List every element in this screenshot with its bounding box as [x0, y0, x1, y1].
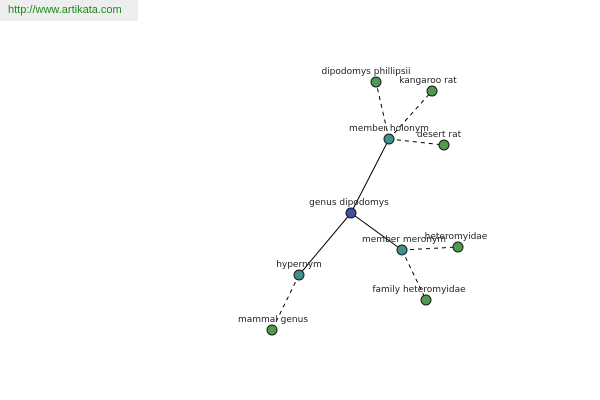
- node-dot-genus-dipodomys[interactable]: [345, 207, 357, 219]
- edge-member-meronym-to-heteromyidae: [401, 246, 459, 251]
- node-dot-kangaroo-rat[interactable]: [426, 85, 438, 97]
- node-label-desert-rat[interactable]: desert rat: [417, 130, 462, 140]
- node-label-heteromyidae[interactable]: heteromyidae: [425, 232, 488, 242]
- node-dipodomys-phillipsii[interactable]: dipodomys phillipsii: [321, 67, 411, 88]
- edge-member-holonym-to-desert-rat: [388, 138, 445, 146]
- edge-member-holonym-to-dipodomys-phillipsii: [375, 81, 390, 140]
- node-label-family-heteromyidae[interactable]: family heteromyidae: [372, 285, 466, 295]
- node-label-dipodomys-phillipsii[interactable]: dipodomys phillipsii: [321, 67, 410, 77]
- node-desert-rat[interactable]: desert rat: [417, 130, 462, 151]
- edge-member-holonym-to-kangaroo-rat: [388, 90, 433, 140]
- edge-hypernym-to-mammal-genus: [271, 274, 300, 331]
- node-genus-dipodomys[interactable]: genus dipodomys: [309, 198, 389, 219]
- node-member-meronym[interactable]: member meronym: [362, 235, 446, 256]
- node-kangaroo-rat[interactable]: kangaroo rat: [399, 76, 457, 97]
- node-dot-dipodomys-phillipsii[interactable]: [370, 76, 382, 88]
- node-member-holonym[interactable]: member holonym: [349, 124, 429, 145]
- node-dot-heteromyidae[interactable]: [452, 241, 464, 253]
- node-label-member-holonym[interactable]: member holonym: [349, 124, 429, 134]
- node-label-genus-dipodomys[interactable]: genus dipodomys: [309, 198, 389, 208]
- watermark-banner: http://www.artikata.com: [0, 0, 138, 21]
- node-label-kangaroo-rat[interactable]: kangaroo rat: [399, 76, 457, 86]
- node-heteromyidae[interactable]: heteromyidae: [425, 232, 488, 253]
- edge-member-meronym-to-family-heteromyidae: [401, 249, 427, 301]
- nodes-layer: genus dipodomys member holonym member mero…: [238, 67, 488, 336]
- node-dot-mammal-genus[interactable]: [266, 324, 278, 336]
- edge-genus-dipodomys-to-member-meronym: [350, 212, 403, 251]
- node-dot-hypernym[interactable]: [293, 269, 305, 281]
- node-dot-desert-rat[interactable]: [438, 139, 450, 151]
- node-dot-member-meronym[interactable]: [396, 244, 408, 256]
- node-dot-member-holonym[interactable]: [383, 133, 395, 145]
- node-label-hypernym[interactable]: hypernym: [276, 260, 322, 270]
- node-mammal-genus[interactable]: mammal genus: [238, 315, 308, 336]
- node-label-mammal-genus[interactable]: mammal genus: [238, 315, 308, 325]
- watermark-link[interactable]: http://www.artikata.com: [8, 4, 122, 16]
- edge-genus-dipodomys-to-member-holonym: [350, 138, 390, 214]
- node-dot-family-heteromyidae[interactable]: [420, 294, 432, 306]
- edges-layer: [271, 81, 459, 331]
- node-hypernym[interactable]: hypernym: [276, 260, 322, 281]
- edge-genus-dipodomys-to-hypernym: [298, 212, 352, 276]
- node-label-member-meronym[interactable]: member meronym: [362, 235, 446, 245]
- node-family-heteromyidae[interactable]: family heteromyidae: [372, 285, 466, 306]
